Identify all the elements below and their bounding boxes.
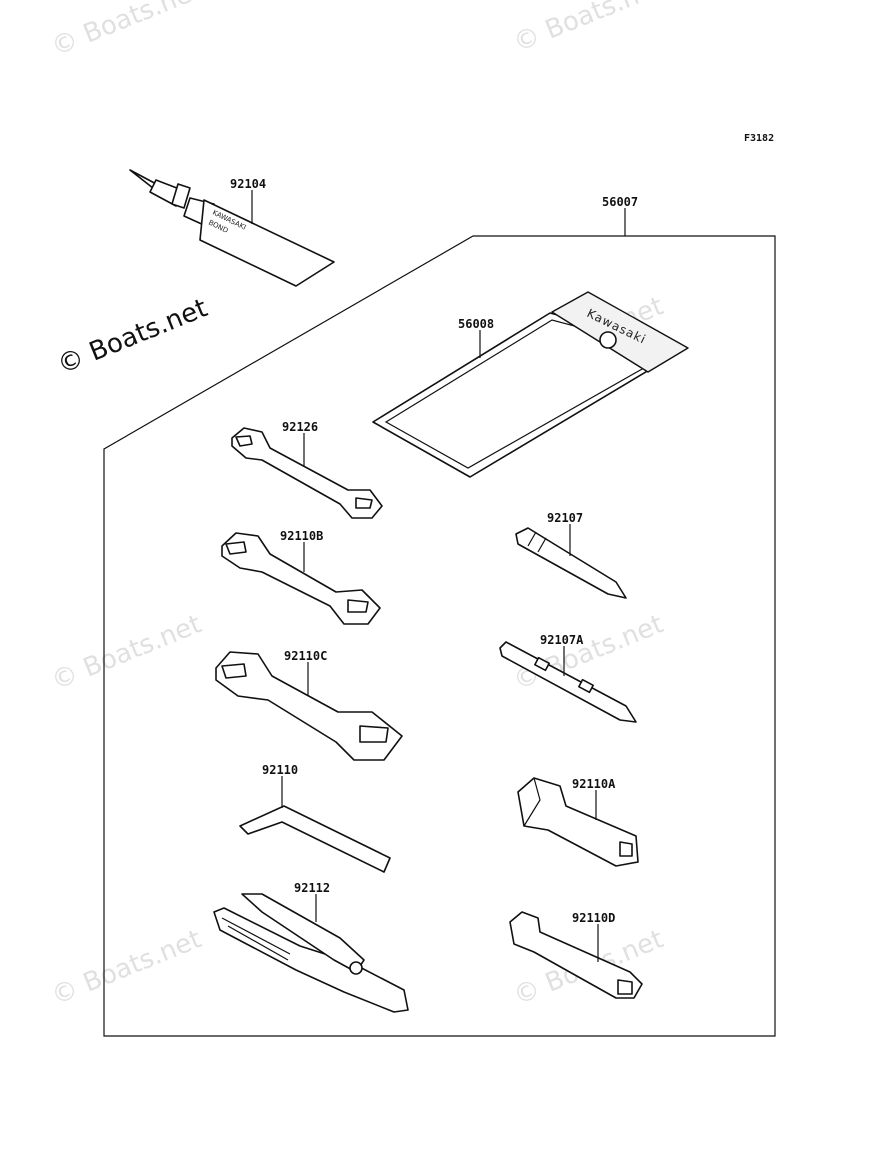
- box-wrench-92110A: [517, 777, 639, 867]
- wrench-92110C: [215, 651, 403, 761]
- watermark-dark: © Boats.net: [53, 293, 211, 380]
- bond-tube: KAWASAKI BOND: [129, 169, 335, 287]
- label-92110C: 92110C: [284, 649, 327, 663]
- tool-bag: Kawasaki: [372, 291, 689, 478]
- wrench-92126: [231, 427, 383, 519]
- watermark-top-left: © Boats.net: [47, 0, 205, 62]
- label-92110D: 92110D: [572, 911, 615, 925]
- watermark-top-right: © Boats.net: [509, 0, 667, 58]
- hex-key-92110: [239, 805, 391, 873]
- label-92110A: 92110A: [572, 777, 616, 791]
- label-92110B: 92110B: [280, 529, 323, 543]
- bag-snap: [599, 331, 617, 349]
- label-92107: 92107: [547, 511, 583, 525]
- pliers-92112: [213, 893, 409, 1013]
- watermark-left-bottom: © Boats.net: [47, 924, 205, 1011]
- kit-boundary-outline: [103, 235, 776, 1037]
- label-56007: 56007: [602, 195, 638, 209]
- screwdriver-bit-92107: [515, 527, 627, 599]
- label-92126: 92126: [282, 420, 318, 434]
- label-92107A: 92107A: [540, 633, 584, 647]
- label-92110: 92110: [262, 763, 298, 777]
- screwdriver-92107A: [499, 641, 637, 723]
- box-wrench-92110D: [509, 911, 643, 999]
- wrench-92110B: [221, 532, 381, 625]
- figure-ref: F3182: [744, 133, 774, 144]
- watermark-left-mid: © Boats.net: [47, 609, 205, 696]
- label-92112: 92112: [294, 881, 330, 895]
- label-92104: 92104: [230, 177, 266, 191]
- label-56008: 56008: [458, 317, 494, 331]
